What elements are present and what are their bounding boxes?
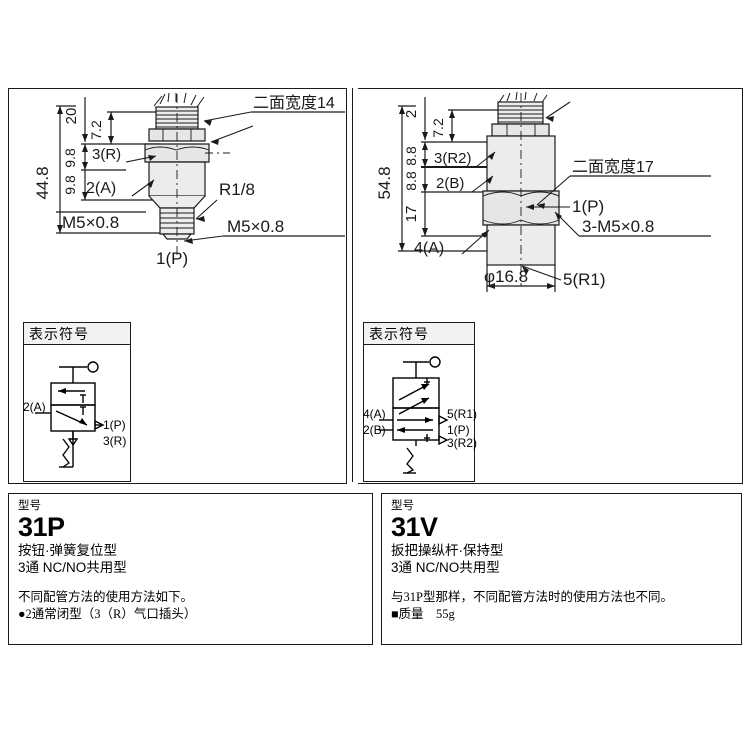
symbol-port-2B: 2(B) — [363, 423, 386, 437]
panel-divider-rule-1 — [352, 88, 353, 482]
symbol-port-5R1: 5(R1) — [447, 407, 477, 421]
card-subtitle2-right: 3通 NC/NO共用型 — [391, 560, 500, 575]
right-valve-drawing: 54.8 2 7.2 8.8 8.8 — [375, 91, 711, 292]
card-subtitle1-right: 扳把操纵杆·保持型 — [391, 543, 504, 558]
card-note-left: 不同配管方法的使用方法如下。 — [18, 590, 194, 604]
dim-54-8: 54.8 — [375, 166, 394, 199]
card-note2-right: ■质量 55g — [391, 607, 455, 621]
card-note-right: 与31P型那样，不同配管方法时的使用方法也不同。 — [391, 590, 673, 604]
card-keyword-right: 型号 — [391, 500, 414, 512]
symbol-port-1P-sym: 1(P) — [447, 423, 470, 437]
symbol-port-3R2: 3(R2) — [447, 436, 477, 450]
dim-8-8-upper: 8.8 — [403, 146, 419, 166]
right-symbol-box-title: 表示符号 — [364, 323, 474, 345]
left-symbol-box-title: 表示符号 — [24, 323, 130, 345]
dim-9-8-lower: 9.8 — [62, 175, 78, 195]
callout-port-1P: 1(P) — [156, 249, 188, 268]
card-model-code-left: 31P — [18, 512, 65, 542]
callout-thread-3-m5: 3-M5×0.8 — [582, 217, 654, 236]
callout-thread-r18: R1/8 — [219, 180, 255, 199]
symbol-port-1P: 1(P) — [103, 418, 126, 432]
dim-2: 2 — [403, 110, 420, 118]
dim-7-2-r: 7.2 — [430, 118, 446, 138]
card-subtitle1-left: 按钮·弹簧复位型 — [18, 543, 117, 558]
callout-thread-m5-lower: M5×0.8 — [227, 217, 284, 236]
callout-thread-m5-upper: M5×0.8 — [62, 213, 119, 232]
dim-20: 20 — [63, 108, 80, 125]
dim-17: 17 — [403, 206, 420, 223]
callout-port-2B: 2(B) — [436, 175, 464, 192]
callout-flats-14: 二面宽度14 — [253, 94, 335, 112]
callout-port-5R1: 5(R1) — [563, 270, 606, 289]
dim-phi-16-8: φ16.8 — [484, 267, 528, 286]
card-model-code-right: 31V — [391, 512, 438, 542]
card-keyword-left: 型号 — [18, 500, 41, 512]
model-card-31p: 型号 31P 按钮·弹簧复位型 3通 NC/NO共用型 不同配管方法的使用方法如… — [8, 493, 373, 645]
symbol-port-4A: 4(A) — [363, 407, 386, 421]
model-card-31v: 型号 31V 扳把操纵杆·保持型 3通 NC/NO共用型 与31P型那样，不同配… — [381, 493, 742, 645]
dim-9-8-upper: 9.8 — [62, 148, 78, 168]
dim-8-8-lower: 8.8 — [403, 171, 419, 191]
card-subtitle2-left: 3通 NC/NO共用型 — [18, 560, 127, 575]
bottom-crop-mask — [0, 646, 750, 750]
dim-44-8: 44.8 — [33, 166, 52, 199]
callout-port-4A: 4(A) — [414, 240, 444, 257]
callout-flats-17: 二面宽度17 — [572, 158, 654, 176]
right-symbol-box: 表示符号 — [363, 322, 475, 482]
left-valve-symbol-diagram: 2(A) 1(P) 3(R) — [23, 361, 126, 468]
dim-7-2: 7.2 — [88, 120, 104, 140]
callout-port-1P-r: 1(P) — [572, 197, 604, 216]
left-symbol-box: 表示符号 — [23, 322, 131, 482]
symbol-port-3R: 3(R) — [103, 434, 126, 448]
top-crop-mask — [0, 0, 750, 88]
callout-port-2A: 2(A) — [86, 180, 116, 197]
left-valve-drawing: 44.8 20 7.2 9.8 9 — [33, 92, 345, 268]
symbol-port-2A: 2(A) — [23, 400, 46, 414]
callout-port-3R2: 3(R2) — [434, 150, 472, 167]
right-valve-symbol-diagram: 4(A) 2(B) 5(R1) 1(P) 3(R2) — [363, 356, 477, 474]
card-note2-left: ●2通常闭型（3（R）气口插头） — [18, 607, 197, 621]
callout-port-3R: 3(R) — [92, 146, 121, 163]
